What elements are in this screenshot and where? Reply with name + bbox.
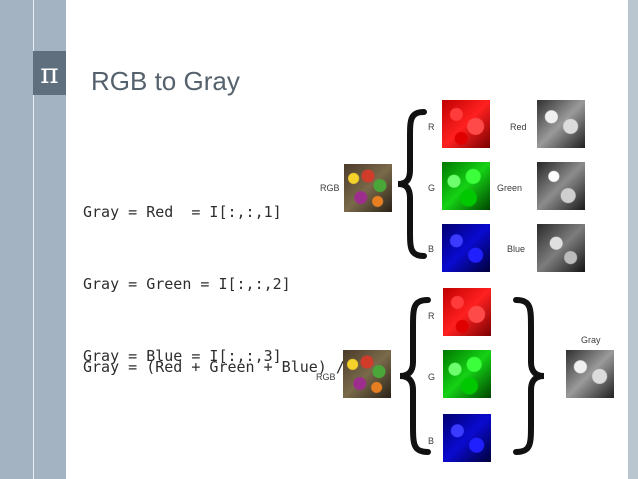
code-line-average: Gray = (Red + Green + Blue) / 3 [83,358,363,376]
fig1-b-label: B [428,244,435,254]
fig1-blue-gray-image [537,224,585,272]
fig1-g-label: G [428,183,436,193]
fig2-green-channel-image [443,350,491,398]
sidebar-divider [33,0,34,479]
fig1-blue-channel-image [442,224,490,272]
pi-logo-icon: π [33,51,66,95]
slide-title: RGB to Gray [91,66,240,96]
fig1-green-label: Green [497,183,523,193]
fig1-red-label: Red [510,122,527,132]
fig2-rgb-label: RGB [316,372,336,382]
fig2-r-label: R [428,311,435,321]
fig1-rgb-image [344,164,392,212]
code-line-blue: Gray = Blue = I[:,:,3] [83,347,282,365]
code-block-average: Gray = (Red + Green + Blue) / 3 [83,307,363,403]
code-block-channels: Gray = Red = I[:,:,1] Gray = Green = I[:… [83,152,291,392]
fig1-blue-label: Blue [507,244,526,254]
fig1-r-label: R [428,122,435,132]
code-line-red: Gray = Red = I[:,:,1] [83,203,282,221]
fig2-right-brace-icon [513,297,545,455]
code-line-green: Gray = Green = I[:,:,2] [83,275,291,293]
fig1-red-gray-image [537,100,585,148]
fig1-green-gray-image [537,162,585,210]
fig2-b-label: B [428,436,435,446]
fig1-left-brace-icon [397,109,427,259]
fig2-blue-channel-image [443,414,491,462]
fig2-g-label: G [428,372,436,382]
fig1-red-channel-image [442,100,490,148]
right-edge-strip [628,0,638,479]
fig2-gray-image [566,350,614,398]
fig1-rgb-label: RGB [320,183,340,193]
fig2-gray-label: Gray [581,335,601,345]
fig2-left-brace-icon [399,297,431,455]
fig2-red-channel-image [443,288,491,336]
pi-symbol: π [40,56,59,90]
fig2-rgb-image [343,350,391,398]
fig1-green-channel-image [442,162,490,210]
